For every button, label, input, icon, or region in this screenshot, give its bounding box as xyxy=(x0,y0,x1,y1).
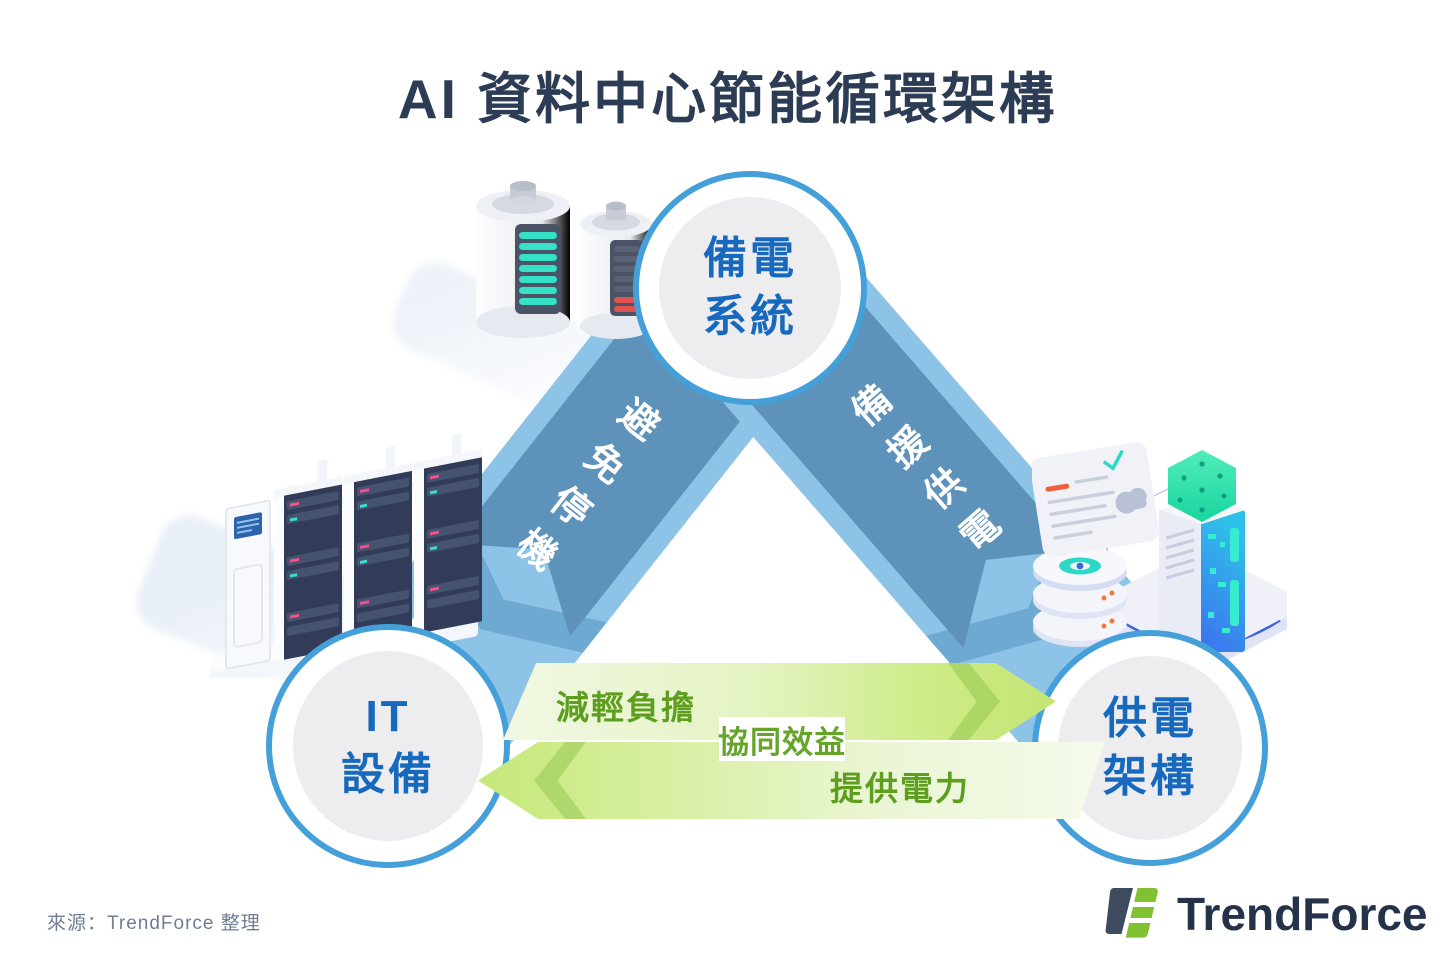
edge-label-provide-power: 提供電力 xyxy=(830,770,970,807)
node-label: 供電 架構 xyxy=(1103,693,1197,801)
trendforce-logo-icon xyxy=(1100,882,1164,945)
power-infrastructure-icon xyxy=(1029,442,1307,677)
energy-cube xyxy=(1168,450,1236,522)
trendforce-wordmark: TrendForce xyxy=(1177,887,1428,940)
node-label: IT 設備 xyxy=(341,691,435,799)
node-it-equipment: IT 設備 xyxy=(266,624,510,868)
node-inner-disc: 備電 系統 xyxy=(659,197,841,379)
node-backup-power-system: 備電 系統 xyxy=(633,171,867,405)
server-rack-icon xyxy=(190,428,490,688)
source-note: 來源：TrendForce 整理 xyxy=(47,913,261,934)
node-inner-disc: IT 設備 xyxy=(293,651,483,841)
report-card xyxy=(1029,442,1160,557)
database-stack xyxy=(1033,547,1127,647)
trendforce-logo: TrendForce xyxy=(1100,882,1428,945)
synergy-benefit-badge: 協同效益 xyxy=(718,717,845,761)
battery-icon xyxy=(458,176,654,359)
page-title: AI 資料中心節能循環架構 xyxy=(397,68,1058,130)
node-label: 備電 系統 xyxy=(703,233,797,341)
edge-label-reduce-burden: 減輕負擔 xyxy=(556,689,696,726)
